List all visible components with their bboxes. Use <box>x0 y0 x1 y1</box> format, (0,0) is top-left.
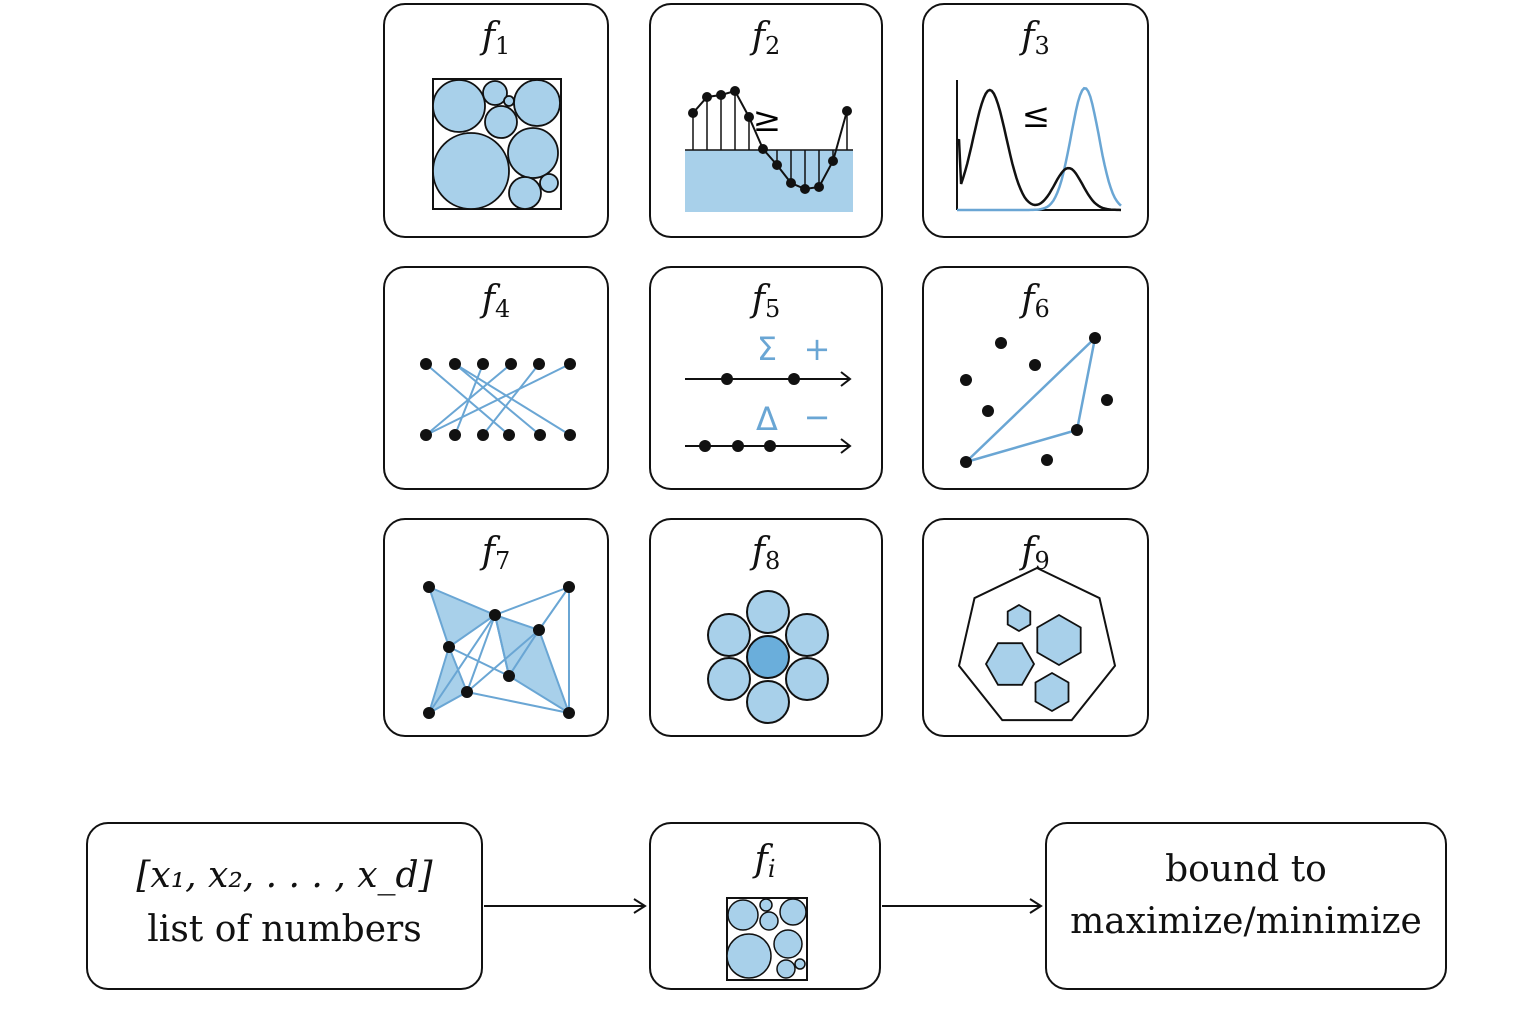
sample-dot <box>800 184 810 194</box>
output-box: bound to maximize/minimize <box>1045 822 1447 990</box>
tile-f3-label: f3 <box>1021 16 1050 61</box>
distribution-curves-icon: ≤ <box>955 80 1122 212</box>
sum-difference-sets-icon: Σ + Δ − <box>685 330 852 454</box>
tile-f2: f2 ≥ <box>649 3 883 238</box>
hexagonal-circle-packing-icon <box>707 590 829 724</box>
output-line-2: maximize/minimize <box>1070 901 1422 942</box>
tile-f4: f4 <box>383 266 609 490</box>
tile-f6-label: f6 <box>1021 279 1050 324</box>
hexagons-in-heptagon-icon <box>957 566 1117 722</box>
tile-f2-label: f2 <box>751 16 781 61</box>
leq-symbol: ≤ <box>1022 96 1051 136</box>
tile-f9: f9 <box>922 518 1149 737</box>
sample-dot <box>828 156 838 166</box>
tile-f7-label: f7 <box>481 531 511 576</box>
sample-dot <box>842 106 852 116</box>
geq-symbol: ≥ <box>753 100 782 140</box>
sample-dot <box>758 144 768 154</box>
output-line-1: bound to <box>1165 849 1327 890</box>
sample-dot <box>688 108 698 118</box>
sample-dot <box>716 90 726 100</box>
input-box: [x₁, x₂, . . . , x_d] list of numbers <box>86 822 483 990</box>
sample-dot <box>786 178 796 188</box>
graph-triangles-icon <box>423 581 575 719</box>
plus-symbol: + <box>804 330 831 368</box>
circle-packing-in-square-icon <box>432 78 562 210</box>
input-label: list of numbers <box>147 909 422 950</box>
sample-dot <box>744 112 754 122</box>
tile-f5: f5 Σ + Δ − <box>649 266 883 490</box>
delta-symbol: Δ <box>756 400 778 438</box>
tile-f6: f6 <box>922 266 1149 490</box>
sample-dot <box>814 182 824 192</box>
minus-symbol: − <box>804 398 831 436</box>
tile-f4-label: f4 <box>481 279 511 324</box>
point-triangle-icon <box>960 332 1113 468</box>
function-box: fi <box>649 822 881 990</box>
tile-f3: f3 ≤ <box>922 3 1149 238</box>
tile-f7: f7 <box>383 518 609 737</box>
tile-f8: f8 <box>649 518 883 737</box>
tile-f1-label: f1 <box>481 16 511 61</box>
tile-f5-label: f5 <box>751 279 781 324</box>
function-example-icon <box>726 897 808 981</box>
input-vector: [x₁, x₂, . . . , x_d] <box>136 855 433 896</box>
constraint-curve-icon: ≥ <box>685 86 853 212</box>
sample-dot <box>702 92 712 102</box>
function-label: fi <box>754 839 776 884</box>
bipartite-matching-icon <box>420 358 576 441</box>
tile-f8-label: f8 <box>751 531 781 576</box>
tile-f1: f1 <box>383 3 609 238</box>
sample-dot <box>772 160 782 170</box>
sigma-symbol: Σ <box>757 330 777 368</box>
sample-dot <box>730 86 740 96</box>
